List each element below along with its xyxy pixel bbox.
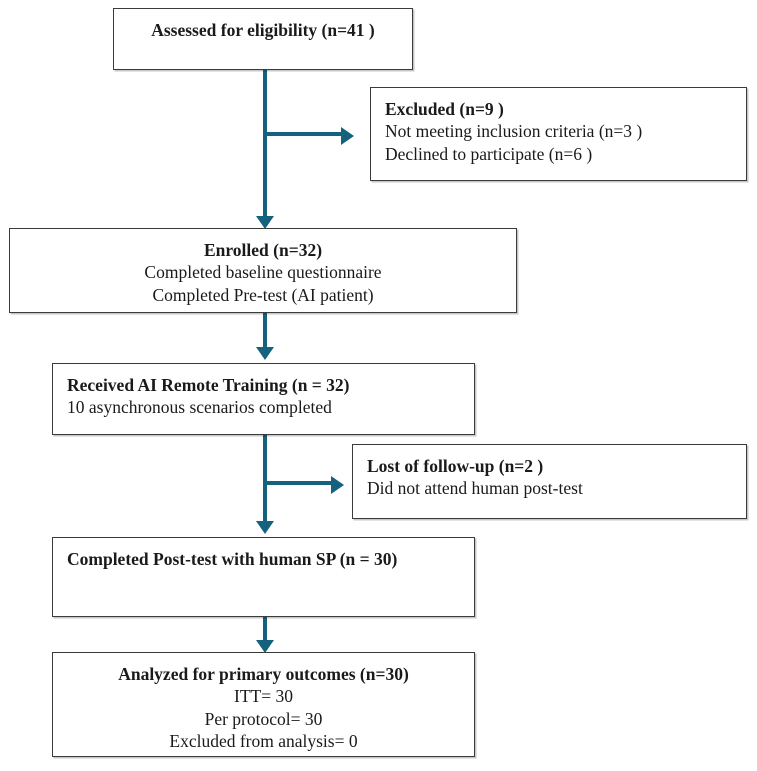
node-enrolled-line-1: Enrolled (n=32) [203,240,323,260]
node-completed-post-test: Completed Post-test with human SP (n = 3… [52,537,475,617]
node-lost-line-1: Lost of follow-up (n=2 ) [367,456,544,476]
node-received-ai-remote-training: Received AI Remote Training (n = 32) 10 … [52,363,475,435]
arrowhead-down-to-training [256,347,274,360]
node-analyzed-line-2: ITT= 30 [234,686,293,707]
arrowhead-right-to-excluded [341,127,354,145]
connector-posttest-to-analyzed [263,617,267,644]
node-analyzed-line-1: Analyzed for primary outcomes (n=30) [118,664,409,684]
arrowhead-right-to-lost [331,476,344,494]
node-excluded: Excluded (n=9 ) Not meeting inclusion cr… [370,87,747,181]
node-excluded-line-2: Not meeting inclusion criteria (n=3 ) [385,121,643,142]
connector-training-to-lost [263,481,333,485]
node-enrolled-line-2: Completed baseline questionnaire [144,262,382,283]
node-lost-line-2: Did not attend human post-test [367,478,583,499]
connector-assessed-to-excluded [263,132,343,136]
node-excluded-line-3: Declined to participate (n=6 ) [385,143,593,164]
node-assessed-line-1: Assessed for eligibility (n=41 ) [151,20,375,40]
arrowhead-down-to-posttest [256,521,274,534]
node-posttest-line-1: Completed Post-test with human SP (n = 3… [67,549,398,569]
arrowhead-down-to-enrolled [256,216,274,229]
node-analyzed-for-primary-outcomes: Analyzed for primary outcomes (n=30) ITT… [52,652,475,757]
arrowhead-down-to-analyzed [256,640,274,653]
node-training-line-2: 10 asynchronous scenarios completed [67,397,332,418]
node-excluded-line-1: Excluded (n=9 ) [385,99,504,119]
node-assessed-for-eligibility: Assessed for eligibility (n=41 ) [113,8,413,70]
node-lost-of-follow-up: Lost of follow-up (n=2 ) Did not attend … [352,444,747,519]
node-analyzed-line-4: Excluded from analysis= 0 [169,731,358,752]
node-training-line-1: Received AI Remote Training (n = 32) [67,375,350,395]
node-analyzed-line-3: Per protocol= 30 [204,708,323,729]
connector-enrolled-to-training [263,313,267,351]
node-enrolled: Enrolled (n=32) Completed baseline quest… [9,228,517,313]
connector-assessed-to-enrolled [263,70,267,222]
node-enrolled-line-3: Completed Pre-test (AI patient) [152,284,374,305]
